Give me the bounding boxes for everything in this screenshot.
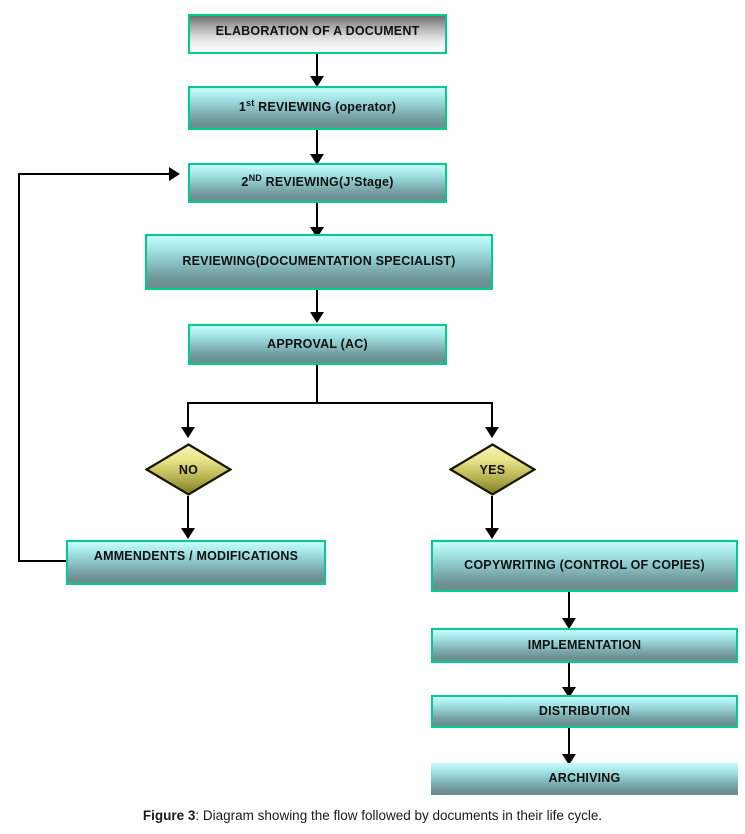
connector-second-to-specialist (316, 203, 318, 229)
arrowhead-first-reviewing (310, 76, 324, 87)
node-second-reviewing-pre: 2 (241, 175, 249, 190)
arrowhead-specialist (310, 227, 324, 238)
node-first-reviewing-sup: st (246, 98, 255, 109)
connector-approval-to-yes (491, 402, 493, 429)
node-decision-yes: YES (449, 443, 536, 496)
node-elaboration: ELABORATION OF A DOCUMENT (188, 14, 447, 54)
node-decision-no-label: NO (178, 462, 199, 477)
node-reviewing-documentation-specialist: REVIEWING(DOCUMENTATION SPECIALIST) (145, 234, 493, 290)
arrowhead-copywriting (485, 528, 499, 539)
arrowhead-distribution (562, 687, 576, 698)
node-distribution-label: DISTRIBUTION (538, 703, 631, 718)
node-first-reviewing: 1st REVIEWING (operator) (188, 86, 447, 130)
connector-first-to-second (316, 130, 318, 156)
connector-implementation-to-distribution (568, 663, 570, 689)
feedback-loop-left-segment (18, 173, 20, 562)
node-approval-label: APPROVAL (AC) (267, 336, 368, 351)
diamond-no-shape (145, 443, 232, 496)
arrowhead-approval (310, 312, 324, 323)
connector-copywriting-to-implementation (568, 592, 570, 620)
diamond-yes-shape (449, 443, 536, 496)
node-archiving: ARCHIVING (431, 763, 738, 795)
node-second-reviewing-sup: ND (248, 173, 262, 184)
connector-elaboration-to-first (316, 54, 318, 78)
arrowhead-decision-no (181, 427, 195, 438)
node-copywriting: COPYWRITING (CONTROL OF COPIES) (431, 540, 738, 592)
connector-no-to-ammendents (187, 496, 189, 530)
arrowhead-implementation (562, 618, 576, 629)
node-decision-yes-label: YES (479, 462, 506, 477)
figure-caption: Figure 3: Diagram showing the flow follo… (0, 808, 745, 823)
node-second-reviewing: 2ND REVIEWING(J’Stage) (188, 163, 447, 203)
node-first-reviewing-pre: 1 (238, 100, 247, 115)
node-second-reviewing-post: REVIEWING(J’Stage) (261, 175, 394, 190)
node-reviewing-documentation-specialist-label: REVIEWING(DOCUMENTATION SPECIALIST) (182, 254, 456, 269)
arrowhead-feedback-loop (169, 167, 180, 181)
node-second-reviewing-label: 2ND REVIEWING(J’Stage) (190, 173, 445, 190)
node-implementation-label: IMPLEMENTATION (527, 637, 642, 652)
connector-approval-split-bar (187, 402, 493, 404)
connector-distribution-to-archiving (568, 728, 570, 756)
node-first-reviewing-post: REVIEWING (operator) (254, 100, 397, 115)
node-ammendents: AMMENDENTS / MODIFICATIONS (66, 540, 326, 585)
feedback-loop-top-segment (18, 173, 171, 175)
node-elaboration-label: ELABORATION OF A DOCUMENT (215, 24, 420, 38)
arrowhead-second-reviewing (310, 154, 324, 165)
arrowhead-decision-yes (485, 427, 499, 438)
connector-yes-to-copywriting (491, 496, 493, 530)
arrowhead-ammendents (181, 528, 195, 539)
node-decision-no: NO (145, 443, 232, 496)
node-archiving-label: ARCHIVING (548, 771, 621, 786)
node-implementation: IMPLEMENTATION (431, 628, 738, 663)
connector-specialist-to-approval (316, 290, 318, 314)
node-copywriting-label: COPYWRITING (CONTROL OF COPIES) (464, 558, 705, 573)
connector-approval-stem (316, 365, 318, 404)
node-first-reviewing-label: 1st REVIEWING (operator) (190, 98, 445, 115)
figure-caption-text: : Diagram showing the flow followed by d… (195, 808, 603, 823)
node-distribution: DISTRIBUTION (431, 695, 738, 728)
arrowhead-archiving (562, 754, 576, 765)
node-approval: APPROVAL (AC) (188, 324, 447, 365)
node-ammendents-label: AMMENDENTS / MODIFICATIONS (93, 549, 299, 563)
feedback-loop-bottom-segment (18, 560, 66, 562)
connector-approval-to-no (187, 402, 189, 429)
figure-caption-label: Figure 3 (142, 808, 196, 823)
